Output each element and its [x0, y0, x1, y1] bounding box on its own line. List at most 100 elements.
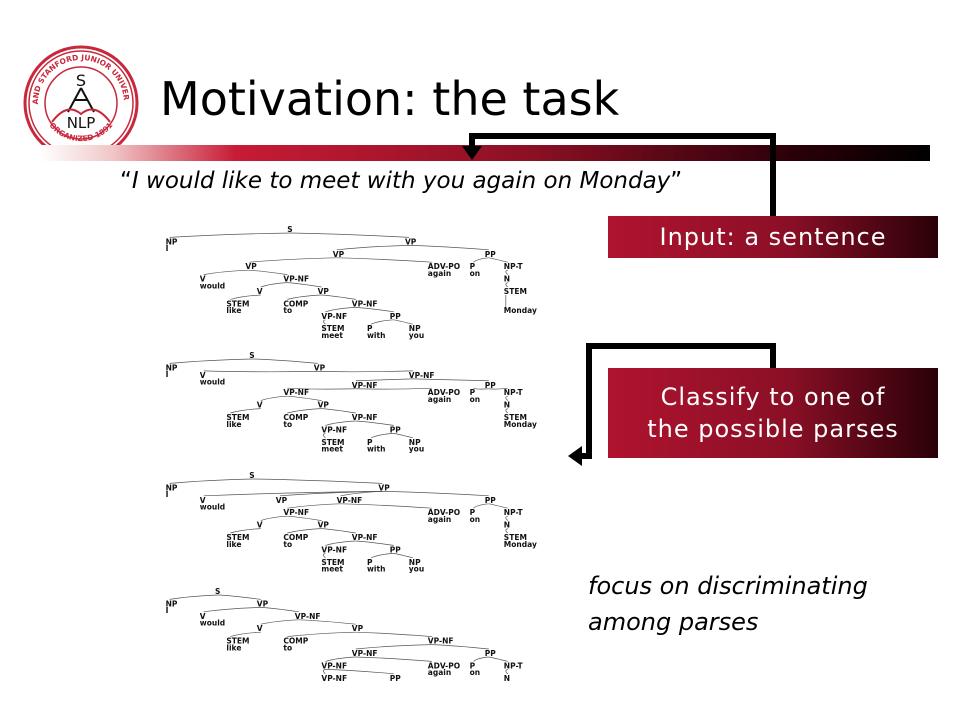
tree-edge: [505, 669, 509, 675]
stanford-nlp-logo: LELAND STANFORD JUNIOR UNIVERSITY ORGANI…: [22, 44, 139, 161]
tree-node-label: STEM: [226, 533, 249, 542]
tree-node-label: STEM: [226, 413, 249, 422]
tree-word: I: [166, 490, 169, 499]
tree-edge: [336, 245, 410, 251]
tree-node-label: VP-NF: [283, 508, 309, 517]
tree-node-label: ADV-PO: [428, 388, 460, 397]
tree-edge: [393, 553, 413, 559]
tree-node-label: N: [504, 521, 510, 530]
focus-note: focus on discriminating among parses: [588, 568, 868, 640]
tree-edge: [169, 358, 254, 364]
tree-edge: [505, 408, 509, 414]
tree-edge: [340, 491, 383, 497]
logo-center-s: S: [76, 71, 86, 90]
tree-node-label: VP: [276, 496, 288, 505]
tree-node-label: VP-NF: [283, 388, 309, 397]
tree-word: with: [367, 565, 385, 574]
tree-node-label: STEM: [321, 438, 344, 447]
tree-edge: [355, 420, 394, 426]
classify-arrowhead: [568, 446, 582, 466]
tree-node-label: VP: [318, 521, 330, 530]
tree-word: Monday: [504, 540, 537, 549]
tree-node-label: S: [215, 587, 220, 596]
tree-node-label: PP: [390, 674, 401, 683]
tree-node-label: VP-NF: [295, 612, 321, 621]
tree-node-label: VP-NF: [352, 299, 378, 308]
tree-edge: [249, 269, 288, 275]
tree-word: like: [226, 306, 241, 315]
tree-word: again: [428, 515, 451, 524]
tree-edge: [287, 515, 322, 521]
tree-word: would: [200, 503, 225, 512]
tree-node-label: VP: [333, 250, 345, 259]
tree-edge: [505, 282, 509, 288]
tree-node-label: ADV-PO: [428, 262, 460, 271]
tree-edge: [408, 245, 489, 251]
tree-edge: [323, 433, 326, 439]
tree-edge: [279, 491, 383, 497]
tree-node-label: NP: [166, 599, 178, 608]
tree-edge: [473, 503, 489, 509]
tree-edge: [488, 387, 508, 390]
tree-node-label: COMP: [283, 299, 308, 308]
tree-edge: [287, 631, 356, 637]
tree-node-label: STEM: [504, 413, 527, 422]
tree-edge: [488, 656, 508, 662]
tree-node-label: P: [470, 508, 476, 517]
tree-word: like: [226, 420, 241, 429]
tree-node-label: VP-NF: [321, 674, 347, 683]
tree-edge: [260, 282, 288, 288]
tree-word: with: [367, 331, 385, 340]
slide-title: Motivation: the task: [160, 72, 620, 126]
tree-edge: [355, 387, 432, 390]
tree-node-label: VP-NF: [337, 496, 363, 505]
tree-node-label: VP-NF: [352, 381, 378, 390]
tree-word: to: [283, 420, 292, 429]
tree-node-label: VP: [257, 599, 269, 608]
tree-node-label: STEM: [226, 637, 249, 646]
tree-node-label: STEM: [226, 299, 249, 308]
tree-edge: [325, 540, 356, 546]
tree-edge: [253, 358, 318, 364]
tree-node-label: NP: [409, 324, 421, 333]
tree-node-label: NP-T: [504, 661, 524, 670]
tree-edge: [249, 257, 337, 263]
tree-node-label: STEM: [504, 287, 527, 296]
tree-node-label: P: [367, 438, 373, 447]
tree-edge: [505, 528, 509, 534]
tree-node-label: NP: [409, 558, 421, 567]
example-sentence-text: I would like to meet with you again on M…: [131, 168, 671, 194]
tree-edge: [291, 232, 410, 238]
tree-node-label: PP: [485, 496, 496, 505]
tree-edge: [253, 478, 383, 484]
tree-edge: [412, 378, 489, 382]
close-quote: ”: [670, 168, 683, 194]
tree-node-label: NP: [166, 363, 178, 372]
tree-node-label: NP: [166, 237, 178, 246]
tree-word: on: [470, 269, 481, 278]
tree-word: Monday: [504, 306, 537, 315]
tree-word: would: [200, 378, 225, 387]
tree-word: I: [166, 606, 169, 615]
tree-edge: [473, 257, 489, 263]
tree-edge: [355, 644, 432, 650]
tree-word: Monday: [504, 420, 537, 429]
tree-node-label: VP-NF: [352, 413, 378, 422]
tree-node-label: P: [470, 388, 476, 397]
tree-word: you: [409, 331, 424, 340]
tree-edge: [287, 294, 322, 300]
tree-node-label: N: [504, 401, 510, 410]
example-sentence: “I would like to meet with you again on …: [120, 168, 682, 194]
tree-node-label: VP: [314, 363, 326, 372]
focus-note-line1: focus on discriminating: [588, 572, 868, 600]
tree-edge: [287, 387, 356, 390]
tree-word: to: [283, 306, 292, 315]
tree-node-label: NP-T: [504, 388, 524, 397]
tree-edge: [169, 478, 254, 484]
tree-node-label: P: [470, 262, 476, 271]
tree-edge: [287, 395, 322, 401]
